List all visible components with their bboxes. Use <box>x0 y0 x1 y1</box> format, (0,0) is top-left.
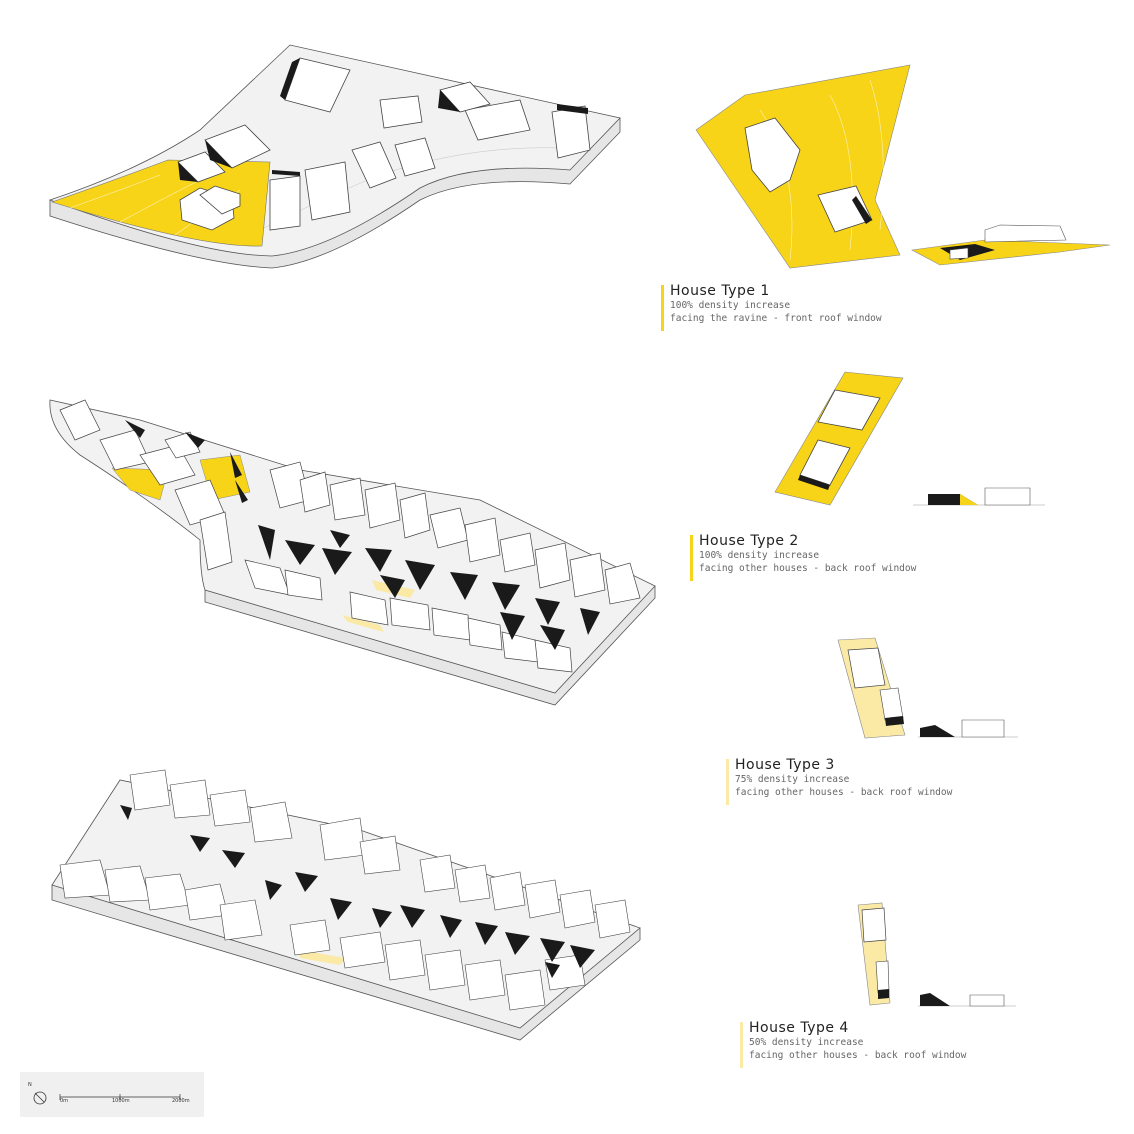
house-type-title: House Type 4 <box>749 1020 849 1036</box>
density-text: 75% density increase <box>735 774 850 785</box>
scale-line <box>59 1094 181 1100</box>
house-type-1-label: House Type 1 100% density increase facin… <box>661 283 882 331</box>
accent-bar <box>726 759 729 805</box>
house-type-3-label: House Type 3 75% density increase facing… <box>726 757 953 805</box>
density-text: 100% density increase <box>670 300 791 311</box>
density-text: 100% density increase <box>699 550 820 561</box>
accent-bar <box>661 285 664 331</box>
scale-bar-panel: N 0m 1000m 2000m <box>20 1072 204 1117</box>
density-text: 50% density increase <box>749 1037 864 1048</box>
house-type-4-label: House Type 4 50% density increase facing… <box>740 1020 967 1068</box>
north-arrow-icon <box>33 1091 47 1105</box>
scale-tick-1000: 1000m <box>112 1098 130 1104</box>
house-type-title: House Type 2 <box>699 533 799 549</box>
north-label: N <box>28 1082 32 1088</box>
house-type-title: House Type 1 <box>670 283 770 299</box>
scale-tick-0: 0m <box>60 1098 69 1104</box>
orientation-text: facing other houses - back roof window <box>699 563 917 574</box>
orientation-text: facing the ravine - front roof window <box>670 313 882 324</box>
house-type-2-label: House Type 2 100% density increase facin… <box>690 533 917 581</box>
scale-tick-2000: 2000m <box>172 1098 190 1104</box>
house-type-title: House Type 3 <box>735 757 835 773</box>
accent-bar <box>740 1022 743 1068</box>
orientation-text: facing other houses - back roof window <box>749 1050 967 1061</box>
orientation-text: facing other houses - back roof window <box>735 787 953 798</box>
accent-bar <box>690 535 693 581</box>
